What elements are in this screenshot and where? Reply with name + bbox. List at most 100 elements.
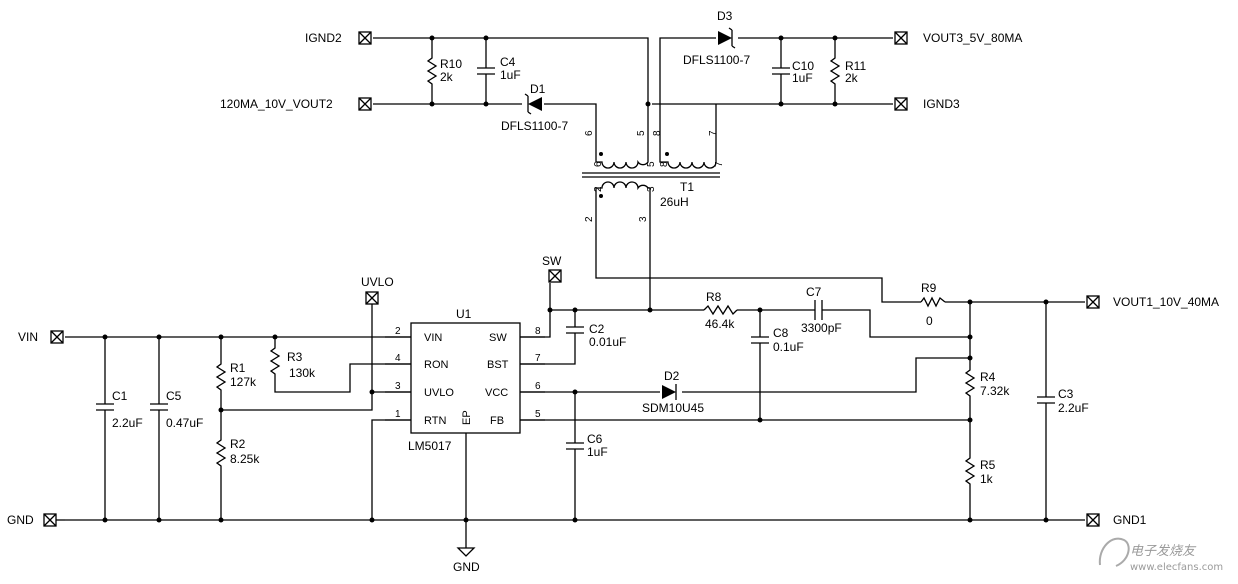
c5-capacitor (150, 337, 168, 520)
r8-value: 46.4k (705, 317, 735, 331)
sw-port (548, 269, 562, 283)
c1-capacitor (96, 337, 114, 520)
r9-ref: R9 (921, 281, 937, 295)
r1-value: 127k (230, 375, 257, 389)
u1-pin-sw: SW (489, 332, 507, 344)
rtn-net (371, 419, 411, 520)
r4-resistor (964, 302, 976, 420)
c7-capacitor (814, 300, 823, 320)
uvlo-divider-net (221, 391, 411, 411)
u1-pin-vcc: VCC (485, 387, 508, 399)
svg-text:6: 6 (593, 161, 604, 167)
t1-primary-to-r9-net (595, 265, 1085, 303)
ignd2-net (373, 37, 649, 152)
r3-resistor (269, 337, 411, 393)
c4-value: 1uF (500, 68, 521, 82)
vout3-label: VOUT3_5V_80MA (923, 31, 1022, 45)
r9-value: 0 (926, 314, 933, 328)
u1-pin-num-4: 4 (395, 353, 401, 364)
c10-value: 1uF (792, 71, 813, 85)
sw-label: SW (542, 254, 562, 268)
watermark-title: 电子发烧友 (1130, 544, 1197, 559)
r11-ref: R11 (845, 59, 866, 73)
watermark: 电子发烧友 www.elecfans.com (1098, 537, 1223, 573)
c1-ref: C1 (112, 389, 128, 403)
r2-resistor (215, 410, 227, 520)
vout2-port (358, 97, 372, 111)
c8-ref: C8 (773, 326, 789, 340)
d3-value: DFLS1100-7 (683, 53, 750, 67)
r5-resistor (964, 420, 976, 520)
u1-pin-ron: RON (424, 359, 449, 371)
t1-transformer (582, 152, 720, 310)
c6-ref: C6 (587, 432, 603, 446)
r3-value: 130k (289, 366, 316, 380)
c8-capacitor (751, 310, 769, 423)
c7-value: 3300pF (801, 321, 842, 335)
u1-pin-num-3: 3 (395, 381, 401, 392)
svg-text:3: 3 (646, 186, 657, 192)
r1-resistor (215, 337, 227, 413)
uvlo-label: UVLO (361, 275, 394, 289)
d3-diode (718, 27, 736, 49)
u1-pin-bst: BST (487, 359, 509, 371)
c5-ref: C5 (166, 389, 182, 403)
c5-value: 0.47uF (166, 416, 203, 430)
d1-diode (524, 93, 542, 115)
r10-resistor (426, 35, 438, 107)
gnd-label: GND (7, 513, 34, 527)
vin-label: VIN (18, 330, 38, 344)
svg-text:5: 5 (636, 130, 647, 136)
t1-ref: T1 (680, 180, 694, 194)
ignd2-label: IGND2 (305, 31, 342, 45)
vout3-net (652, 37, 893, 152)
gnd1-port (1086, 513, 1100, 527)
svg-text:2: 2 (584, 216, 595, 222)
c2-value: 0.01uF (589, 335, 626, 349)
c3-value: 2.2uF (1058, 401, 1089, 415)
c2-capacitor (520, 310, 584, 365)
u1-part: LM5017 (408, 439, 452, 453)
d1-value: DFLS1100-7 (501, 119, 568, 133)
svg-text:6: 6 (584, 130, 595, 136)
d2-ref: D2 (664, 369, 680, 383)
r3-ref: R3 (287, 350, 303, 364)
c10-ref: C10 (792, 59, 814, 73)
c3-capacitor (1037, 302, 1055, 520)
u1-pin-uvlo: UVLO (424, 387, 454, 399)
c6-value: 1uF (587, 445, 608, 459)
c6-capacitor (566, 392, 584, 520)
r11-value: 2k (845, 71, 859, 85)
gnd-port (43, 513, 65, 527)
r10-ref: R10 (440, 57, 462, 71)
u1-pin-vin: VIN (424, 332, 442, 344)
r2-value: 8.25k (230, 452, 260, 466)
c1-value: 2.2uF (112, 416, 143, 430)
r8-resistor (703, 304, 738, 316)
c3-ref: C3 (1058, 387, 1074, 401)
svg-text:3: 3 (638, 216, 649, 222)
c10-capacitor (772, 35, 790, 107)
r11-resistor (829, 35, 841, 107)
u1-pin-num-1: 1 (395, 409, 401, 420)
svg-text:2: 2 (593, 186, 604, 192)
r9-resistor (920, 296, 946, 308)
u1-pin-num-6: 6 (535, 381, 541, 392)
ignd3-label: IGND3 (923, 97, 960, 111)
u1-pin-fb: FB (490, 415, 504, 427)
svg-text:8: 8 (659, 161, 670, 167)
vout2-label: 120MA_10V_VOUT2 (220, 97, 333, 111)
r1-ref: R1 (230, 361, 246, 375)
vcc-net (520, 357, 970, 393)
gnd1-label: GND1 (1113, 513, 1147, 527)
c4-capacitor (477, 35, 495, 107)
uvlo-port (365, 291, 379, 392)
r2-ref: R2 (230, 437, 246, 451)
c4-ref: C4 (500, 55, 516, 69)
u1-pin-num-7: 7 (535, 353, 541, 364)
d1-ref: D1 (530, 82, 546, 96)
vout1-port (1086, 295, 1100, 309)
r10-value: 2k (440, 70, 454, 84)
